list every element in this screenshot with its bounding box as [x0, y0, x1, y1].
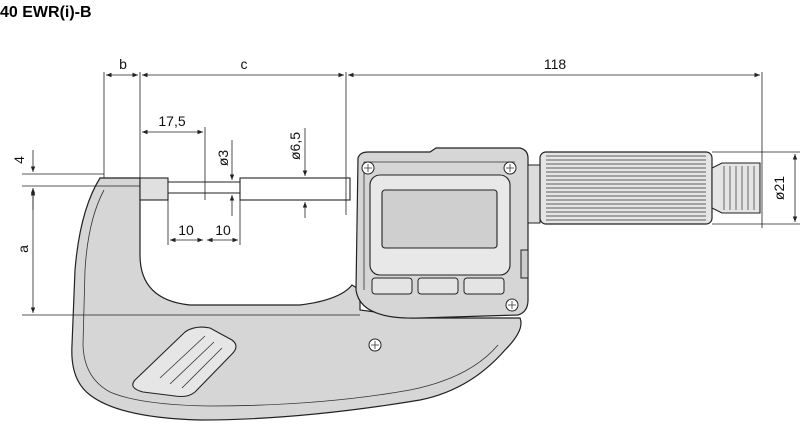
dim-b-label: b — [119, 56, 127, 72]
spindle-thin — [167, 181, 241, 194]
thimble-knurl — [546, 155, 706, 221]
dim-a-label: a — [15, 245, 31, 253]
thimble-collar — [527, 164, 541, 224]
dim-4-label: 4 — [11, 156, 27, 164]
dim-10-left-label: 10 — [178, 222, 194, 238]
right-key — [463, 277, 505, 295]
ext-lines-10 — [167, 200, 241, 245]
frame-inner-edge — [82, 189, 499, 407]
dim-10-right-label: 10 — [215, 222, 231, 238]
dim-118-label: 118 — [544, 56, 567, 72]
left-key — [371, 277, 413, 295]
spindle-thick — [239, 177, 351, 201]
grip-insert — [132, 326, 237, 398]
side-button — [520, 249, 529, 279]
grip-line-1 — [159, 335, 206, 379]
ext-lines-4 — [22, 173, 140, 187]
ratchet-knurl — [723, 166, 755, 210]
drawing-title: 40 EWR(i)-B — [0, 4, 92, 21]
dim-17-5-label: 17,5 — [158, 113, 185, 129]
screw-bottom-left — [368, 338, 382, 352]
ext-lines-21 — [712, 151, 800, 225]
screw-bottom-right — [505, 298, 519, 312]
lcd-screen — [381, 189, 498, 249]
housing-bevel — [363, 161, 515, 290]
middle-key — [417, 277, 459, 295]
grip-line-3 — [181, 347, 223, 389]
dim-c-label: c — [241, 56, 248, 72]
dia-21-label: ø21 — [771, 176, 787, 200]
dia-3-label: ø3 — [215, 150, 231, 167]
dia-6-5-label: ø6,5 — [287, 132, 303, 160]
grip-line-2 — [169, 341, 215, 385]
anvil — [139, 177, 169, 201]
screw-top-left — [361, 161, 375, 175]
screw-top-right — [503, 161, 517, 175]
